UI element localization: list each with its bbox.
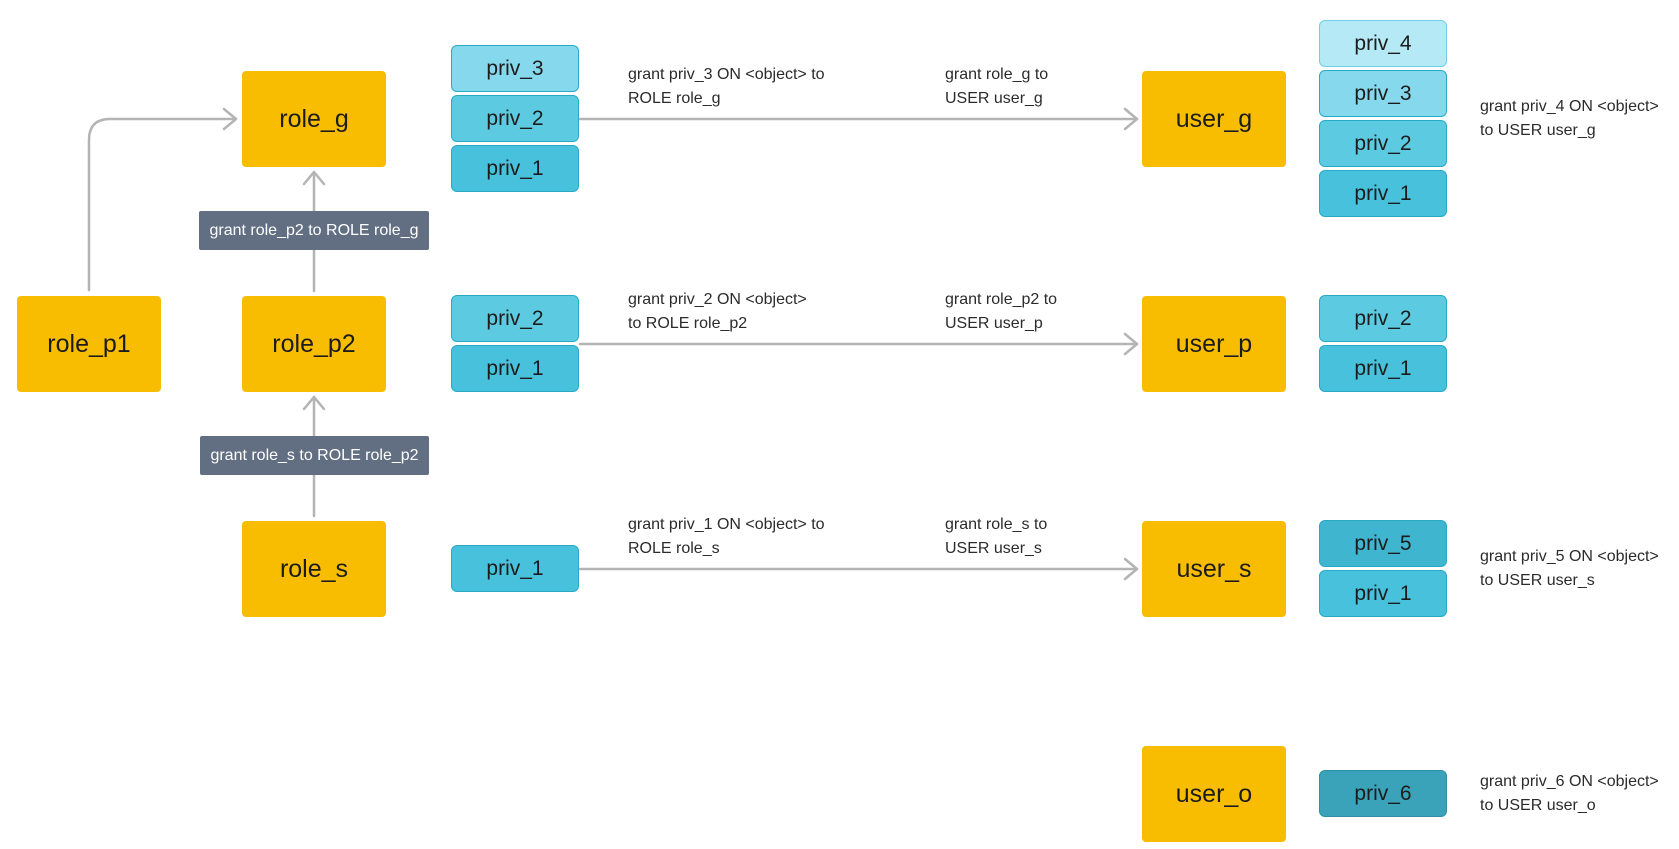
priv-chip-user-g-priv-4: priv_4: [1319, 20, 1447, 67]
priv-chip-role-g-priv-3: priv_3: [451, 45, 579, 92]
note-line: grant priv_1 ON <object> to: [628, 516, 825, 533]
priv-chip-role-p2-priv-1: priv_1: [451, 345, 579, 392]
note-grant-priv-2-to-role-p2: grant priv_2 ON <object> to ROLE role_p2: [628, 288, 807, 336]
note-line: USER user_p: [945, 315, 1043, 332]
note-grant-role-g-to-user-g: grant role_g to USER user_g: [945, 63, 1048, 111]
priv-chip-user-g-priv-3: priv_3: [1319, 70, 1447, 117]
note-line: grant role_p2 to: [945, 291, 1058, 308]
note-grant-role-p2-to-user-p: grant role_p2 to USER user_p: [945, 288, 1057, 336]
priv-chip-role-s-priv-1: priv_1: [451, 545, 579, 592]
user-node-user-o[interactable]: user_o: [1142, 746, 1286, 842]
note-line: to USER user_s: [1480, 572, 1595, 589]
note-line: USER user_s: [945, 540, 1042, 557]
note-line: to USER user_o: [1480, 797, 1596, 814]
note-line: to ROLE role_p2: [628, 315, 748, 332]
note-grant-priv-3-to-role-g: grant priv_3 ON <object> to ROLE role_g: [628, 63, 825, 111]
note-grant-priv-5-to-user-s: grant priv_5 ON <object> to USER user_s: [1480, 545, 1659, 593]
note-line: grant role_g to: [945, 66, 1049, 83]
user-node-user-g[interactable]: user_g: [1142, 71, 1286, 167]
priv-chip-role-p2-priv-2: priv_2: [451, 295, 579, 342]
role-node-role-p2[interactable]: role_p2: [242, 296, 386, 392]
note-line: grant role_s to: [945, 516, 1048, 533]
grant-label-role-s-to-role-p2: grant role_s to ROLE role_p2: [200, 436, 429, 475]
arrow-head-role-g-from-p2: [302, 170, 326, 186]
note-line: grant priv_2 ON <object>: [628, 291, 807, 308]
arrow-head-role-p2-from-s: [302, 395, 326, 411]
priv-chip-user-s-priv-1: priv_1: [1319, 570, 1447, 617]
user-node-user-p[interactable]: user_p: [1142, 296, 1286, 392]
role-node-role-g[interactable]: role_g: [242, 71, 386, 167]
arrow-head-role-g-from-p1: [222, 107, 238, 131]
note-line: grant priv_6 ON <object>: [1480, 773, 1659, 790]
arrow-role-p1-to-role-g: [87, 117, 238, 292]
note-line: grant priv_3 ON <object> to: [628, 66, 825, 83]
note-line: ROLE role_g: [628, 90, 721, 107]
note-line: ROLE role_s: [628, 540, 720, 557]
note-line: USER user_g: [945, 90, 1043, 107]
note-grant-role-s-to-user-s: grant role_s to USER user_s: [945, 513, 1047, 561]
note-grant-priv-4-to-user-g: grant priv_4 ON <object> to USER user_g: [1480, 95, 1659, 143]
role-node-role-p1[interactable]: role_p1: [17, 296, 161, 392]
grant-label-role-p2-to-role-g: grant role_p2 to ROLE role_g: [199, 211, 429, 250]
role-node-role-s[interactable]: role_s: [242, 521, 386, 617]
note-grant-priv-1-to-role-s: grant priv_1 ON <object> to ROLE role_s: [628, 513, 825, 561]
priv-chip-user-g-priv-1: priv_1: [1319, 170, 1447, 217]
arrow-head-user-g: [1123, 107, 1139, 131]
priv-chip-role-g-priv-1: priv_1: [451, 145, 579, 192]
user-node-user-s[interactable]: user_s: [1142, 521, 1286, 617]
priv-chip-role-g-priv-2: priv_2: [451, 95, 579, 142]
note-line: grant priv_5 ON <object>: [1480, 548, 1659, 565]
note-grant-priv-6-to-user-o: grant priv_6 ON <object> to USER user_o: [1480, 770, 1659, 818]
priv-chip-user-p-priv-1: priv_1: [1319, 345, 1447, 392]
note-line: grant priv_4 ON <object>: [1480, 98, 1659, 115]
note-line: to USER user_g: [1480, 122, 1596, 139]
arrow-head-user-p: [1123, 332, 1139, 356]
arrow-head-user-s: [1123, 557, 1139, 581]
priv-chip-user-s-priv-5: priv_5: [1319, 520, 1447, 567]
priv-chip-user-o-priv-6: priv_6: [1319, 770, 1447, 817]
priv-chip-user-p-priv-2: priv_2: [1319, 295, 1447, 342]
priv-chip-user-g-priv-2: priv_2: [1319, 120, 1447, 167]
